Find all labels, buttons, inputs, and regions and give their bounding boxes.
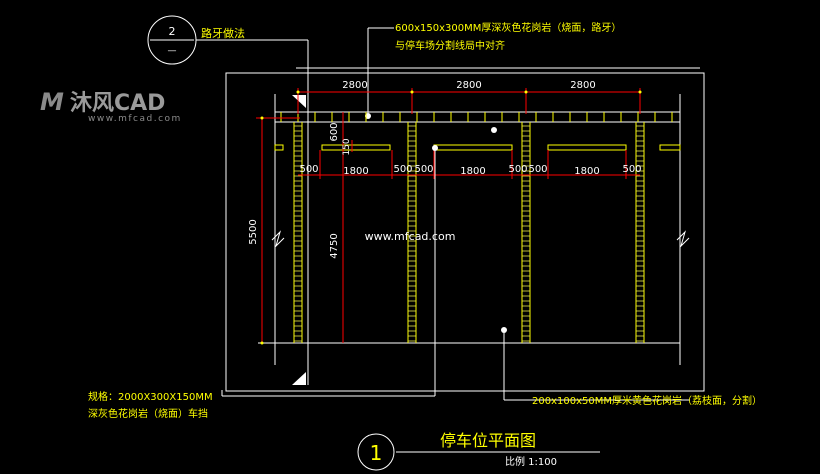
dim-tick [524, 90, 528, 94]
drawing-number: 1 [370, 441, 383, 465]
divider-strip [293, 122, 303, 343]
right-note-dot [501, 327, 507, 333]
wheel-stop [547, 144, 627, 151]
dim-total-depth: 5500 [248, 219, 259, 244]
dim-gap-right: 500 [393, 164, 412, 175]
right-note-line1: 200x100x50MM厚米黄色花岗岩（荔枝面，分割） [532, 394, 762, 407]
dim-stop-len: 1800 [460, 166, 485, 177]
dim-bay-width: 2800 [456, 80, 481, 91]
divider-strip [521, 122, 531, 343]
wheel-stop [321, 144, 391, 151]
dim-gap-left: 500 [414, 164, 433, 175]
break-symbol-right [676, 230, 690, 248]
drawing-number-bubble [357, 433, 395, 471]
wheel-stop-partial [274, 144, 284, 151]
dim-stop-depth: 150 [342, 138, 352, 155]
dim-bay-width: 2800 [342, 80, 367, 91]
divider-strip [635, 122, 645, 343]
dim-stop-len: 1800 [343, 166, 368, 177]
detail-callout: 2 — 路牙做法 [147, 15, 309, 385]
parking-plan [258, 94, 690, 365]
top-note: 600x150x300MM厚深灰色花岗岩（烧面，路牙） 与停车场分割线局中对齐 [365, 21, 621, 119]
dim-curb-depth: 600 [329, 122, 340, 141]
watermark-center-url: www.mfcad.com [365, 230, 456, 243]
top-note-line2: 与停车场分割线局中对齐 [395, 39, 505, 52]
watermark-url: www.mfcad.com [88, 114, 182, 124]
detail-label: 路牙做法 [201, 26, 245, 40]
dim-bay-depth: 4750 [329, 233, 340, 258]
section-marker-bottom [292, 372, 306, 385]
drawing-title: 停车位平面图 [440, 431, 536, 450]
divider-strips [293, 122, 645, 343]
dim-stop-len: 1800 [574, 166, 599, 177]
top-note-line1: 600x150x300MM厚深灰色花岗岩（烧面，路牙） [395, 21, 621, 34]
center-paving-dot [491, 127, 497, 133]
divider-strip [407, 122, 417, 343]
dim-tick [410, 90, 414, 94]
dim-tick [260, 341, 264, 345]
section-marker-top [292, 95, 306, 108]
dim-bay-width: 2800 [570, 80, 595, 91]
dim-tick [260, 116, 264, 120]
wheel-stops [274, 144, 681, 151]
left-note-line1: 规格：2000X300X150MM [88, 390, 213, 403]
mfcad-logo: M 沐风CAD www.mfcad.com [40, 88, 182, 124]
left-note-dot [432, 145, 438, 151]
curb-paving-joints [280, 112, 673, 122]
dim-gap-right: 500 [622, 164, 641, 175]
dimensions [256, 88, 641, 343]
dim-gap-right: 500 [508, 164, 527, 175]
dim-tick [638, 90, 642, 94]
drawing-frame [225, 72, 705, 392]
dim-gap-left: 500 [528, 164, 547, 175]
dim-tick [296, 90, 300, 94]
wheel-stop [433, 144, 513, 151]
wheel-stop-partial [659, 144, 681, 151]
logo-mark-icon: M [40, 88, 64, 116]
dimension-ticks [260, 90, 642, 345]
drawing-scale: 比例 1:100 [505, 455, 557, 468]
dim-gap-left: 500 [299, 164, 318, 175]
title-block: 1 停车位平面图 比例 1:100 [357, 431, 600, 471]
note-leaders [221, 148, 690, 401]
watermark-brand: 沐风CAD [70, 91, 165, 116]
detail-number: 2 [169, 25, 176, 38]
dimension-labels: 2800 2800 2800 1800 1800 1800 500 500 50… [248, 80, 642, 259]
left-note-line2: 深灰色花岗岩（烧面）车挡 [88, 407, 208, 420]
detail-sheet: — [168, 46, 177, 56]
break-symbol-left [271, 230, 285, 248]
